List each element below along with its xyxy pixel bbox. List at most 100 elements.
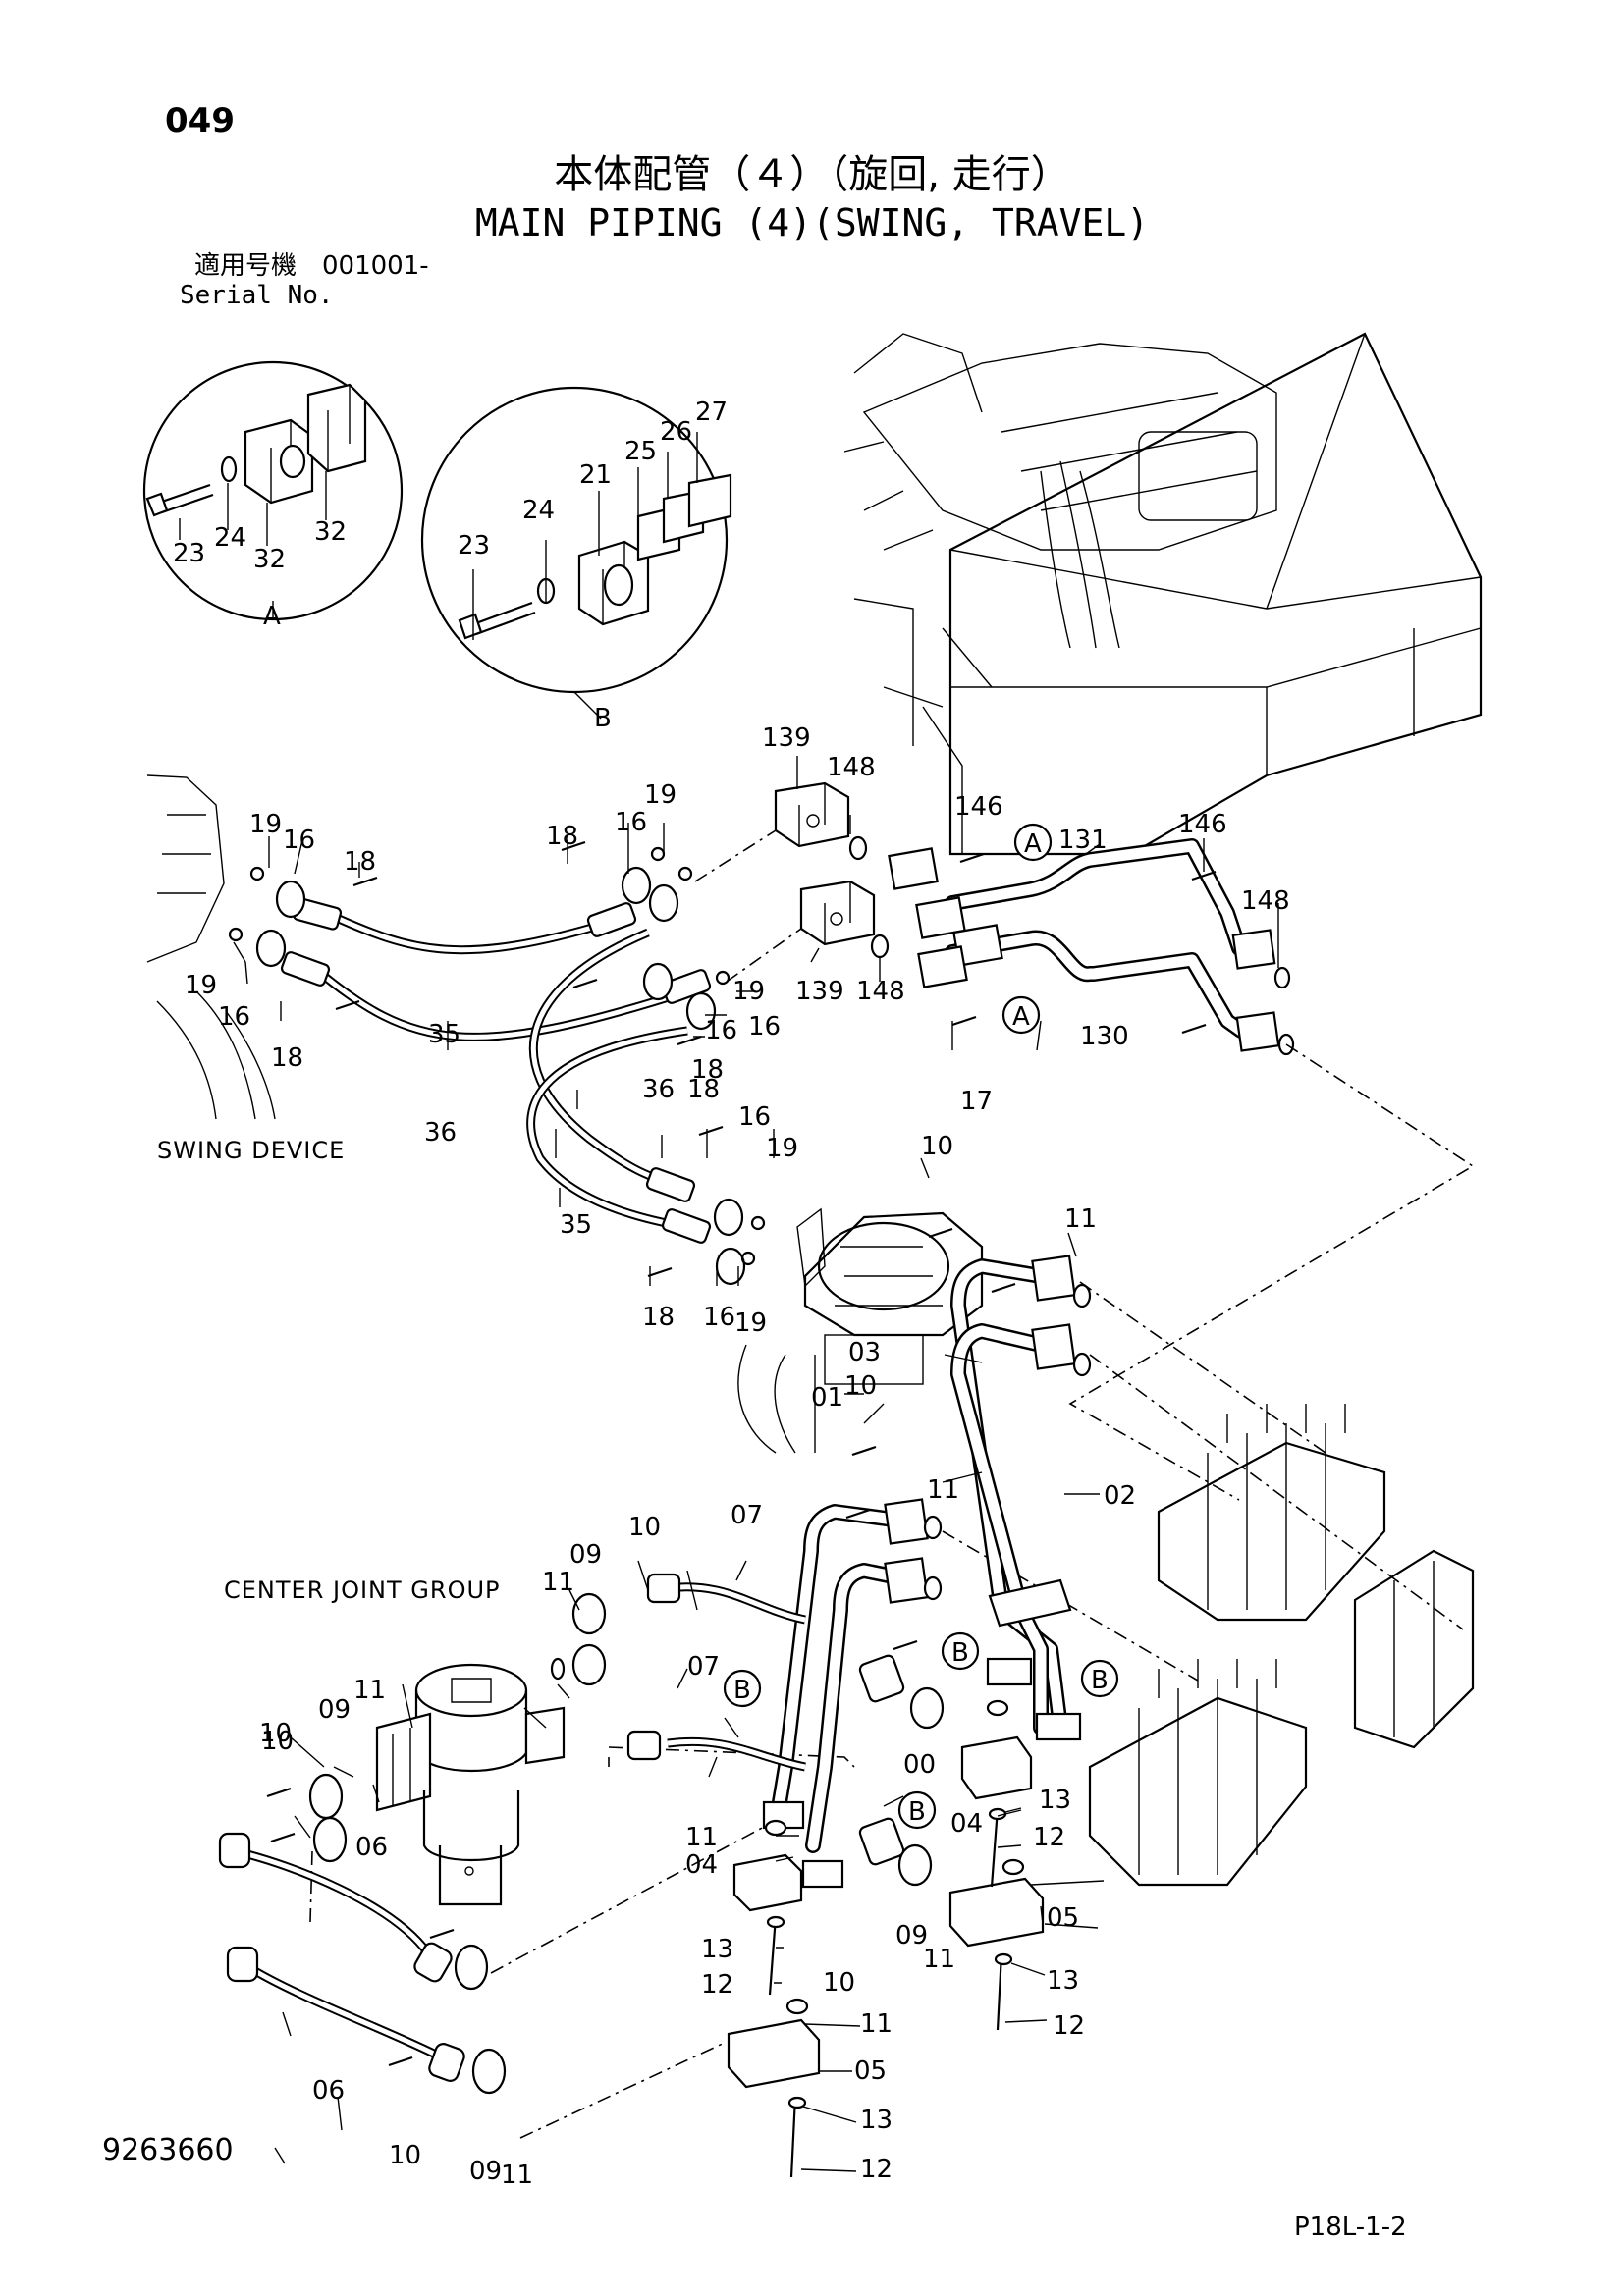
detail-b-caption: B: [594, 704, 612, 733]
part-label: 36: [642, 1075, 675, 1104]
detail-b-label-23: 23: [458, 531, 490, 561]
detail-a-label-32b: 32: [314, 517, 347, 547]
part-label: 06: [312, 2076, 345, 2106]
detail-a-caption: A: [263, 602, 281, 631]
center-joint-group-caption: CENTER JOINT GROUP: [224, 1576, 501, 1604]
bubble-b-4: B: [908, 1797, 926, 1827]
detail-view-a: 23 24 32 32 A: [142, 360, 404, 631]
part-label: 06: [355, 1833, 388, 1862]
detail-b-label-25: 25: [624, 437, 657, 466]
part-label: 12: [1053, 2011, 1085, 2041]
page-number: 049: [165, 101, 235, 140]
part-label: 03: [848, 1338, 881, 1367]
document-number: 9263660: [102, 2133, 234, 2167]
part-label: 10: [823, 1968, 855, 1998]
part-label: 19: [644, 780, 677, 810]
part-label: 13: [701, 1935, 733, 1964]
part-label: 19: [185, 971, 217, 1000]
part-label: 139: [795, 977, 844, 1006]
detail-view-b: 23 24 21 25 26 27 B: [420, 386, 732, 733]
part-label: 16: [703, 1303, 735, 1332]
swing-device-caption: SWING DEVICE: [157, 1137, 345, 1164]
part-label: 18: [344, 847, 376, 877]
part-label: 16: [738, 1102, 771, 1132]
swing-hoses: [280, 897, 712, 1244]
part-label: 35: [560, 1210, 592, 1240]
part-label: 10: [921, 1132, 953, 1161]
junction-blocks: [774, 781, 890, 959]
manifold-blocks: [727, 1699, 1045, 2178]
swing-motor: [737, 1207, 984, 1454]
part-label: 00: [903, 1750, 936, 1780]
part-label: 11: [923, 1945, 955, 1974]
part-label: 18: [642, 1303, 675, 1332]
part-label: 16: [615, 808, 647, 837]
pipes-130-131: [888, 838, 1295, 1056]
part-label: 130: [1080, 1022, 1129, 1051]
bubble-a-1: A: [1024, 829, 1042, 859]
serial-label-english: Serial No.: [180, 281, 334, 310]
part-label: 139: [762, 723, 811, 753]
callout-bubbles: A A B B B B: [723, 823, 1119, 1830]
part-label: 18: [271, 1043, 303, 1073]
part-label: 10: [389, 2141, 421, 2170]
detail-a-label-24: 24: [214, 523, 246, 553]
part-label: 18: [687, 1075, 720, 1104]
part-label: 13: [860, 2106, 893, 2135]
part-label: 10: [628, 1513, 661, 1542]
part-label: 05: [854, 2056, 887, 2086]
part-label: 11: [860, 2009, 893, 2039]
connection-lines: [309, 829, 1475, 2139]
title-english: MAIN PIPING (4)(SWING, TRAVEL): [474, 201, 1150, 244]
part-label: 10: [261, 1727, 294, 1756]
part-label: 16: [748, 1012, 781, 1041]
detail-b-label-26: 26: [660, 417, 692, 447]
part-label: 04: [950, 1809, 983, 1839]
part-label: 13: [1039, 1786, 1071, 1815]
part-label: 09: [895, 1921, 928, 1950]
part-label: 05: [1047, 1903, 1079, 1933]
part-label: 148: [856, 977, 905, 1006]
part-label: 09: [469, 2157, 502, 2186]
control-valves: [1088, 1404, 1475, 1887]
part-label: 146: [1178, 810, 1227, 839]
detail-b-label-21: 21: [579, 460, 612, 490]
part-label: 17: [960, 1087, 993, 1116]
detail-b-label-27: 27: [695, 398, 728, 427]
bubble-a-2: A: [1012, 1002, 1030, 1032]
part-label: 13: [1047, 1966, 1079, 1996]
bubble-b-1: B: [951, 1638, 969, 1668]
part-label: 01: [811, 1383, 843, 1413]
part-label: 16: [218, 1002, 250, 1032]
part-label: 36: [424, 1118, 457, 1148]
part-label: 16: [283, 826, 315, 855]
part-label: 18: [691, 1055, 724, 1085]
part-label: 35: [428, 1020, 460, 1049]
detail-a-label-32: 32: [253, 545, 286, 574]
part-label: 11: [542, 1568, 574, 1597]
part-label: 19: [766, 1134, 798, 1163]
part-label: 11: [685, 1823, 718, 1852]
part-label: 09: [318, 1695, 351, 1725]
machine-body: [843, 332, 1483, 856]
part-label: 146: [954, 792, 1003, 822]
part-label: 11: [1064, 1204, 1097, 1234]
part-labels: 139 148 146 131 146 148 19 16 18 19 16 1…: [185, 723, 1290, 2190]
part-label: 12: [701, 1970, 733, 2000]
part-label: 11: [501, 2161, 533, 2190]
part-label: 12: [860, 2155, 893, 2184]
bubble-b-2: B: [1091, 1666, 1109, 1695]
pipes-01-02-03: [762, 1227, 1092, 1889]
title-japanese: 本体配管（４）（旋回, 走行）: [554, 152, 1070, 197]
part-label: 04: [685, 1850, 718, 1880]
part-label: 07: [731, 1501, 763, 1530]
part-label: 131: [1058, 826, 1108, 855]
part-label: 148: [1241, 886, 1290, 916]
part-label: 19: [249, 810, 282, 839]
part-label: 09: [569, 1540, 602, 1570]
part-label: 18: [546, 822, 578, 851]
serial-label-japanese: 適用号機 001001-: [194, 251, 429, 281]
part-label: 148: [827, 753, 876, 782]
part-label: 07: [687, 1652, 720, 1682]
